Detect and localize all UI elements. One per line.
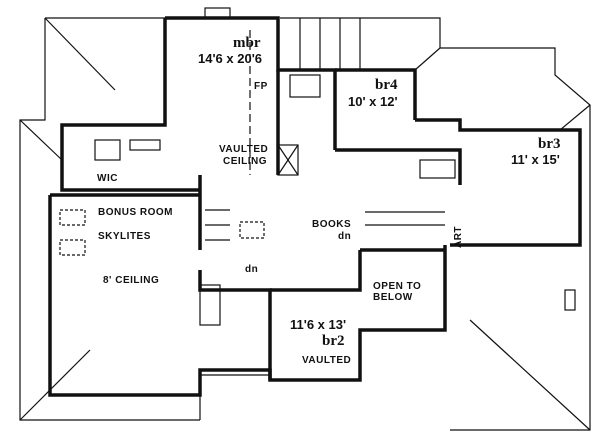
below-label: BELOW [373,292,413,303]
br2-label: br2 [322,333,345,349]
bonus-room-label: BONUS ROOM [98,207,173,218]
mbr-size: 14'6 x 20'6 [198,51,263,66]
ceiling-label: CEILING [223,156,268,167]
vaulted-label: VAULTED [219,144,269,155]
books-label: BOOKS [312,219,352,230]
roof-outline [19,7,591,431]
stair-down-label: dn [338,231,352,242]
br2-vaulted-label: VAULTED [302,355,352,366]
open-to-label: OPEN TO [373,281,422,292]
br3-size: 11' x 15' [511,152,560,167]
br2-size: 11'6 x 13' [290,317,347,332]
art-label: ART [453,225,465,249]
stair-down-label-2: dn [245,264,259,275]
walls [48,16,582,397]
fixtures [59,30,456,326]
wic-label: WIC [97,173,118,184]
fireplace-label: FP [254,81,268,92]
bonus-ceiling-label: 8' CEILING [103,275,160,286]
mbr-label: mbr [233,35,261,51]
br4-label: br4 [375,77,398,93]
br3-label: br3 [538,136,561,152]
skylites-label: SKYLITES [98,231,151,242]
br4-size: 10' x 12' [348,94,398,109]
